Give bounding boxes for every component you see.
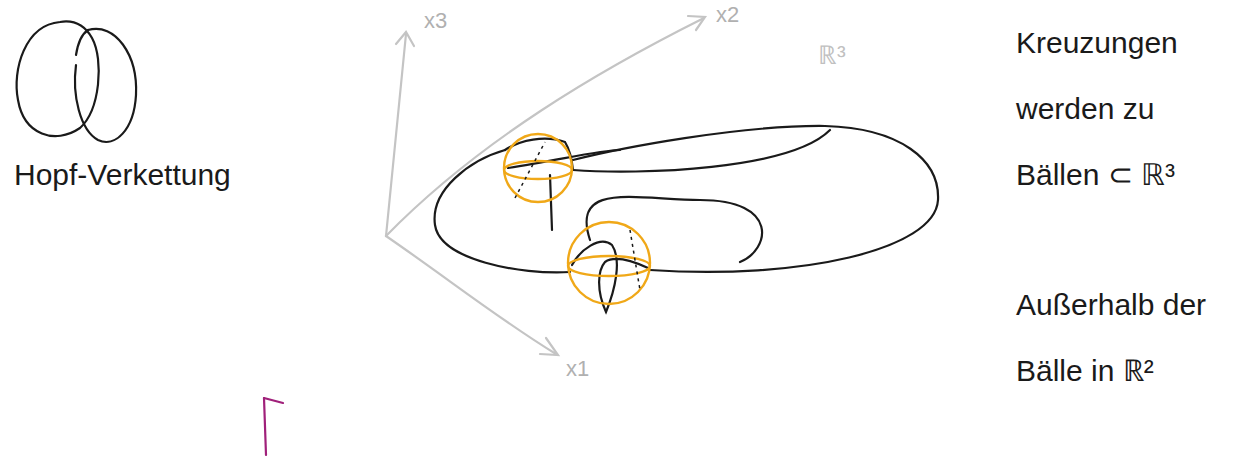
space-label: ℝ³: [818, 36, 846, 72]
figure-caption: Hopf-Verkettung: [14, 158, 231, 192]
axis-label: x1: [566, 356, 589, 382]
pointer-arrow: [264, 398, 283, 455]
knot-diagram: [435, 126, 938, 312]
hopf-link: [17, 22, 137, 142]
hidden-strand: [515, 142, 640, 290]
coordinate-axes: [386, 16, 705, 355]
crossing-ball: [504, 134, 650, 304]
note-text: Außerhalb der Bälle in ℝ²: [1016, 272, 1231, 404]
note-text: Kreuzungen werden zu Bällen ⊂ ℝ³: [1016, 10, 1231, 208]
axis-label: x3: [424, 8, 447, 34]
axis-label: x2: [716, 2, 739, 28]
